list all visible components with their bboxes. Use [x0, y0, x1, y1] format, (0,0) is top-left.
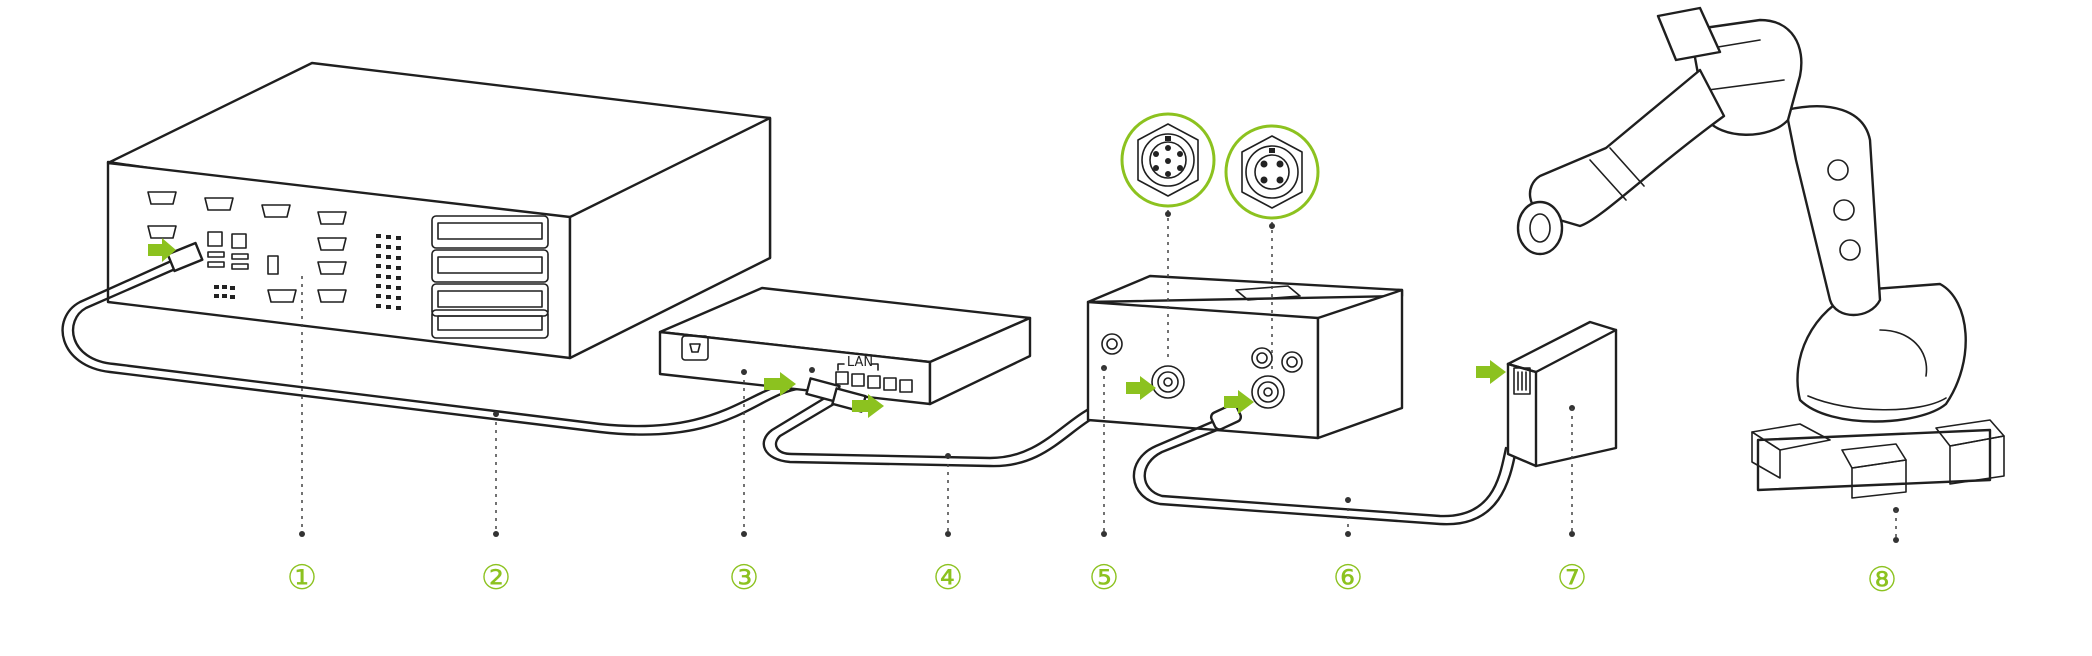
industrial-robot-arm-icon	[1516, 6, 2005, 513]
callout-8: ⑧	[1867, 560, 1897, 600]
callout-1: ①	[287, 558, 317, 598]
io-module-icon	[1506, 320, 1618, 468]
callout-2: ②	[481, 558, 511, 598]
circular-connector-8pin-icon	[1120, 112, 1216, 208]
callout-7: ⑦	[1557, 558, 1587, 598]
connection-arrows	[148, 238, 1506, 418]
callout-6: ⑥	[1333, 558, 1363, 598]
circular-connector-4pin-icon	[1224, 124, 1320, 220]
callout-leaders	[299, 210, 1899, 543]
callout-4: ④	[933, 558, 963, 598]
network-switch-icon: LAN	[658, 286, 1032, 406]
rack-controller-icon	[106, 61, 772, 360]
junction-io-cable	[1132, 403, 1518, 526]
junction-box-icon	[1086, 274, 1404, 440]
callout-numbers: ① ② ③ ④ ⑤ ⑥ ⑦ ⑧	[287, 558, 1897, 600]
callout-3: ③	[729, 558, 759, 598]
callout-5: ⑤	[1089, 558, 1119, 598]
lan-label: LAN	[847, 355, 873, 370]
